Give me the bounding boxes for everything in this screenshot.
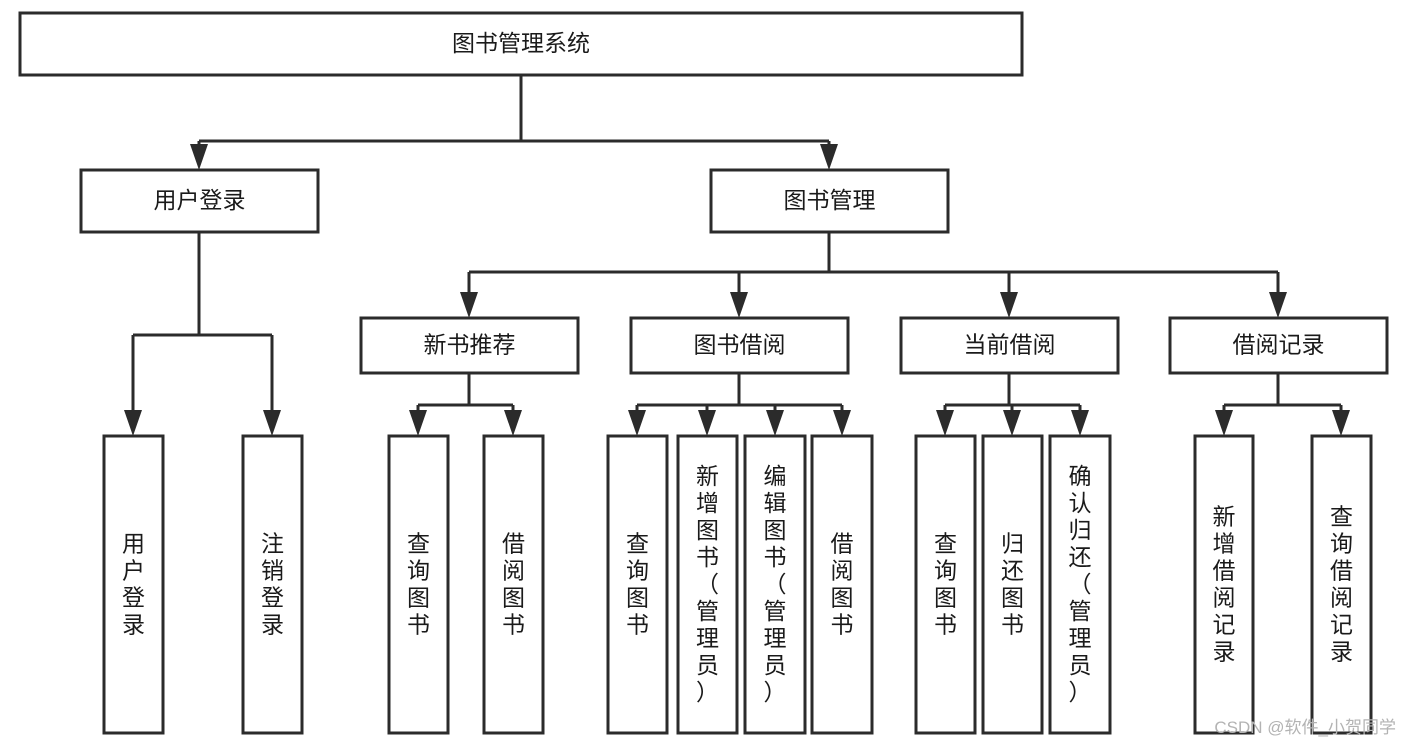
node-box-records-add [1193,434,1255,735]
node-login[interactable]: 用户登录 [79,168,320,234]
node-rec-borrow[interactable]: 借阅图书 [482,434,545,735]
node-box-login-user [102,434,165,735]
csdn-watermark: CSDN @软件_小贺同学 [1214,718,1396,737]
node-cur-confirm[interactable]: 确认归还（管理员） [1048,434,1112,735]
connector-records-bus [1215,373,1350,436]
node-box-records [1168,316,1389,375]
node-box-records-search [1310,434,1373,735]
node-box-login [79,168,320,234]
node-label-login-user: 用户登录 [122,531,145,638]
node-box-login-logout [241,434,304,735]
node-label-rec-query: 查询图书 [407,531,430,638]
node-label-cur-return: 归还图书 [1001,531,1024,638]
node-box-bookmgmt [709,168,950,234]
node-label-records: 借阅记录 [1233,332,1325,358]
node-bor-lend[interactable]: 借阅图书 [810,434,874,735]
connector-root-bus [190,75,838,170]
node-bor-query[interactable]: 查询图书 [606,434,669,735]
node-login-logout[interactable]: 注销登录 [241,434,304,735]
node-label-rec-borrow: 借阅图书 [502,531,525,638]
node-box-rec-borrow [482,434,545,735]
node-box-borrow [629,316,850,375]
node-label-login: 用户登录 [154,187,246,213]
node-box-bor-edit [743,434,807,735]
node-records-add[interactable]: 新增借阅记录 [1193,434,1255,735]
node-label-cur-query: 查询图书 [934,531,957,638]
node-box-recommend [359,316,580,375]
node-current[interactable]: 当前借阅 [899,316,1120,375]
node-label-login-logout: 注销登录 [261,531,284,638]
node-cur-query[interactable]: 查询图书 [914,434,977,735]
node-recommend[interactable]: 新书推荐 [359,316,580,375]
connector-layer [124,75,1350,436]
node-box-cur-return [981,434,1044,735]
connector-borrow-bus [628,373,851,436]
node-records[interactable]: 借阅记录 [1168,316,1389,375]
node-bor-add[interactable]: 新增图书（管理员） [676,434,739,735]
node-bor-edit[interactable]: 编辑图书（管理员） [743,434,807,735]
node-label-recommend: 新书推荐 [424,332,516,358]
node-label-records-search: 查询借阅记录 [1330,504,1353,665]
node-cur-return[interactable]: 归还图书 [981,434,1044,735]
node-label-current: 当前借阅 [964,332,1056,358]
node-label-records-add: 新增借阅记录 [1213,504,1236,665]
node-box-bor-lend [810,434,874,735]
node-layer: 图书管理系统用户登录图书管理新书推荐图书借阅当前借阅借阅记录用户登录注销登录查询… [18,11,1389,735]
node-label-bor-query: 查询图书 [626,531,649,638]
node-box-rec-query [387,434,450,735]
node-label-cur-confirm: 确认归还（管理员） [1069,463,1092,705]
node-login-user[interactable]: 用户登录 [102,434,165,735]
node-records-search[interactable]: 查询借阅记录 [1310,434,1373,735]
node-box-bor-add [676,434,739,735]
node-bookmgmt[interactable]: 图书管理 [709,168,950,234]
connector-bookmgmt-bus [460,232,1287,318]
node-box-root [18,11,1024,77]
connector-current-bus [936,373,1089,436]
node-label-borrow: 图书借阅 [694,332,786,358]
connector-recommend-bus [409,373,522,436]
node-box-cur-confirm [1048,434,1112,735]
node-label-bor-lend: 借阅图书 [831,531,854,638]
node-borrow[interactable]: 图书借阅 [629,316,850,375]
node-box-cur-query [914,434,977,735]
node-root[interactable]: 图书管理系统 [18,11,1024,77]
node-label-bor-add: 新增图书（管理员） [696,463,719,705]
node-label-bor-edit: 编辑图书（管理员） [764,463,787,705]
node-label-bookmgmt: 图书管理 [784,187,876,213]
node-rec-query[interactable]: 查询图书 [387,434,450,735]
node-box-bor-query [606,434,669,735]
node-box-current [899,316,1120,375]
connector-login-bus [124,232,281,436]
node-label-root: 图书管理系统 [452,30,590,56]
